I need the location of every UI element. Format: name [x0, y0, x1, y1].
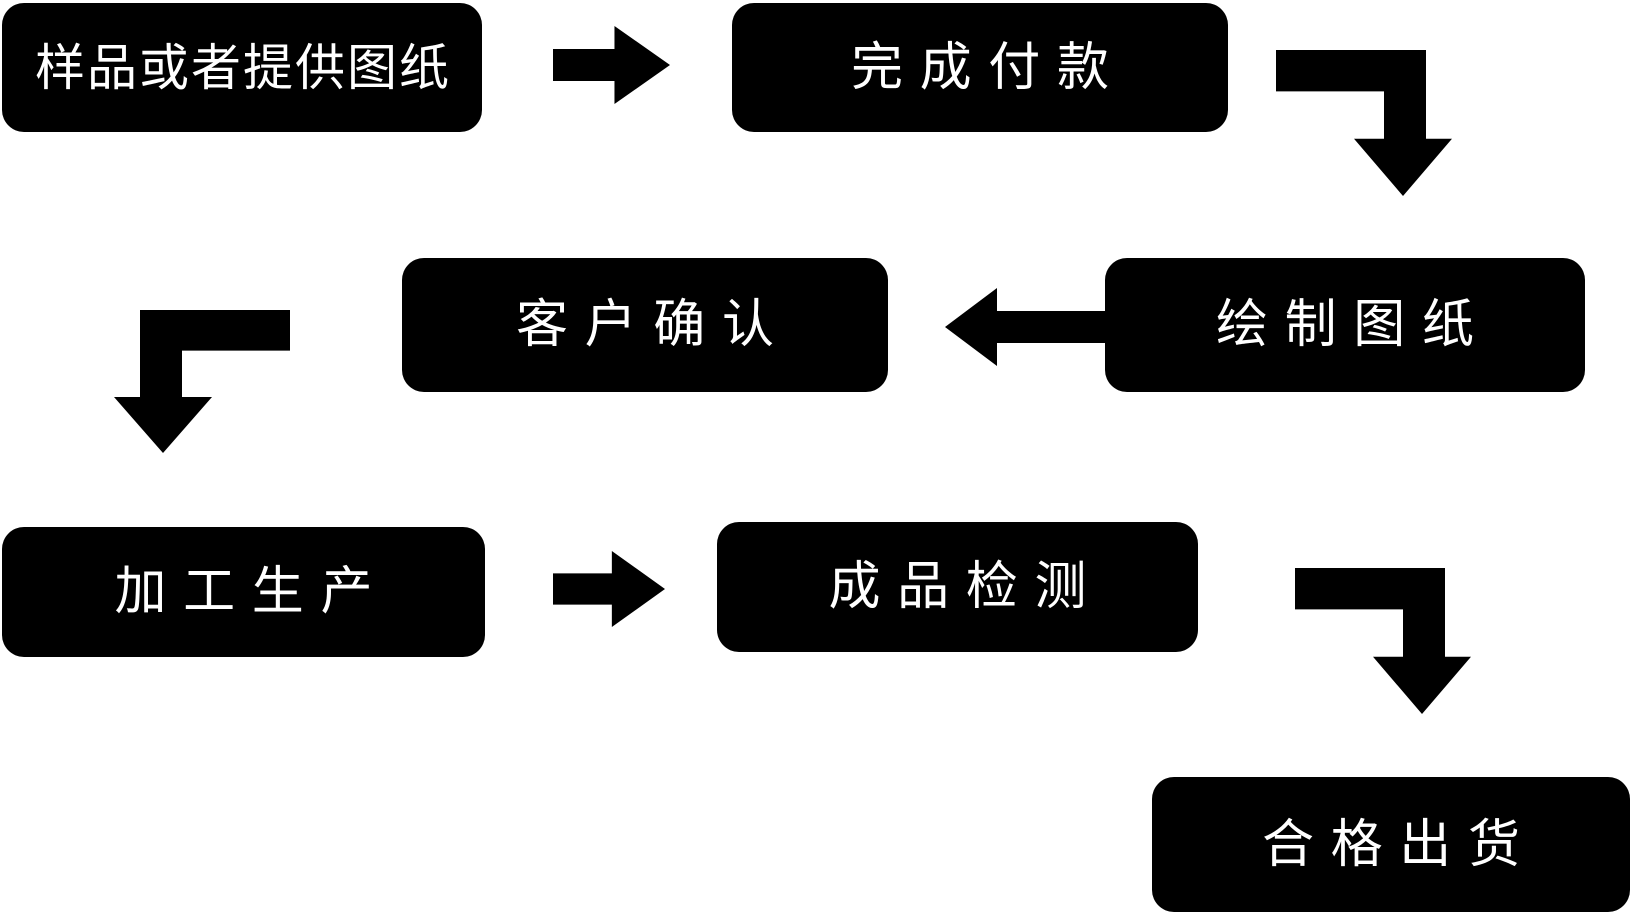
- elbow-arrow-right-down-icon: [1276, 50, 1452, 196]
- flow-node-label: 加工生产: [114, 562, 390, 622]
- flow-node-label: 客户确认: [516, 295, 791, 355]
- flow-node-label: 合格出货: [1262, 814, 1537, 875]
- elbow-arrow-left-down-icon: [114, 310, 290, 453]
- flow-node-finished-product-inspection: 成品检测: [717, 522, 1198, 652]
- flow-node-draw-drawing: 绘制图纸: [1105, 258, 1585, 392]
- flow-node-label: 成品检测: [828, 557, 1104, 617]
- arrow-left-icon: [945, 288, 1105, 366]
- elbow-arrow-right-down-icon: [1295, 568, 1471, 714]
- flow-node-sample-or-provide-drawing: 样品或者提供图纸: [2, 3, 482, 132]
- flow-node-label: 样品或者提供图纸: [35, 38, 451, 97]
- arrow-right-icon: [553, 26, 670, 104]
- arrow-right-icon: [553, 551, 665, 627]
- flow-node-qualified-shipment: 合格出货: [1152, 777, 1630, 912]
- flow-node-label: 完成付款: [851, 37, 1126, 98]
- flow-node-processing-production: 加工生产: [2, 527, 485, 657]
- flow-node-customer-confirm: 客户确认: [402, 258, 888, 392]
- flow-node-complete-payment: 完成付款: [732, 3, 1228, 132]
- flow-node-label: 绘制图纸: [1216, 295, 1491, 355]
